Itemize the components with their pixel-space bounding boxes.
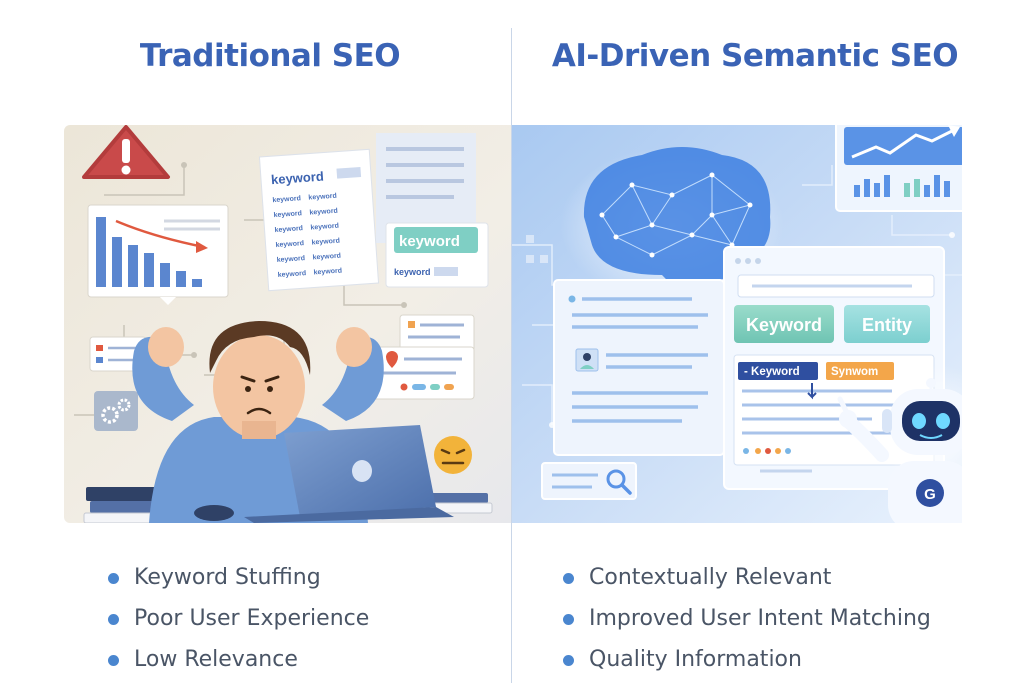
traditional-seo-scene: keyword keyword keyword keyword keyword … <box>64 125 511 523</box>
semantic-seo-bullets: Contextually Relevant Improved User Inte… <box>563 562 931 683</box>
doc-row: keyword <box>308 193 337 202</box>
bullet-item: Contextually Relevant <box>563 562 931 603</box>
traditional-seo-bullets: Keyword Stuffing Poor User Experience Lo… <box>108 562 369 683</box>
doc-row: keyword <box>275 240 304 249</box>
doc-row: keyword <box>273 210 302 219</box>
bullet-item: Improved User Intent Matching <box>563 603 931 644</box>
content-window <box>553 279 725 456</box>
traditional-seo-title: Traditional SEO <box>139 38 401 74</box>
semantic-seo-illustration: Keyword Entity - Keyword Synwom <box>512 125 962 523</box>
bullet-item: Keyword Stuffing <box>108 562 369 603</box>
doc-row: keyword <box>276 255 305 264</box>
laptop <box>244 425 454 523</box>
bullet-item: Quality Information <box>563 644 931 683</box>
doc-heading: keyword <box>271 169 325 188</box>
doc-row: keyword <box>274 225 303 234</box>
bullet-item: Poor User Experience <box>108 603 369 644</box>
growth-chart-card <box>835 125 962 212</box>
doc-row: keyword <box>310 223 339 232</box>
robot-assistant-icon: G <box>837 365 962 523</box>
traditional-seo-illustration: keyword keyword keyword keyword keyword … <box>64 125 511 523</box>
doc-row: keyword <box>309 208 338 217</box>
frustrated-face-icon <box>434 436 472 474</box>
callout-sub: keyword <box>394 267 431 277</box>
semantic-seo-title: AI-Driven Semantic SEO <box>551 38 959 74</box>
doc-row: keyword <box>313 268 342 277</box>
doc-row: keyword <box>311 238 340 247</box>
doc-row: keyword <box>278 270 307 279</box>
doc-row: keyword <box>272 195 301 204</box>
robot-badge: G <box>924 486 936 503</box>
panel-divider <box>511 28 512 683</box>
list-card <box>89 336 147 372</box>
bullet-item: Low Relevance <box>108 644 369 683</box>
doc-row: keyword <box>312 253 341 262</box>
semantic-seo-scene: Keyword Entity - Keyword Synwom <box>512 125 962 523</box>
keyword-chip: - Keyword <box>744 366 800 378</box>
callout-tag: keyword <box>399 233 460 250</box>
synonym-chip: Synwom <box>831 366 878 378</box>
gears-icon <box>94 391 138 431</box>
entity-tag: Entity <box>862 315 912 335</box>
frustrated-person <box>132 321 384 523</box>
declining-chart-card <box>87 204 229 305</box>
search-card <box>541 462 637 500</box>
keyword-callout: keyword keyword <box>385 222 489 288</box>
keyword-tag: Keyword <box>746 315 822 335</box>
warning-triangle-icon <box>82 125 170 179</box>
